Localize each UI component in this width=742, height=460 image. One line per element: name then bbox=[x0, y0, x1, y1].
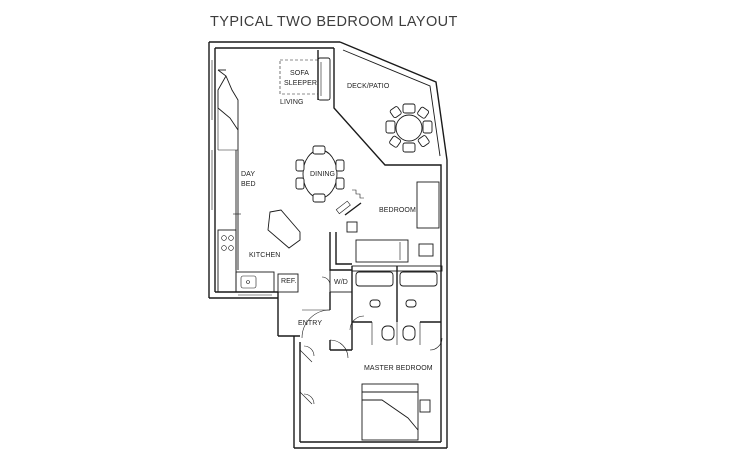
label-bed: BED bbox=[241, 181, 256, 188]
label-sleeper: SLEEPER bbox=[284, 80, 317, 87]
kitchen-counters bbox=[217, 150, 275, 296]
master-bed bbox=[361, 383, 431, 441]
label-day: DAY bbox=[241, 171, 255, 178]
exterior-walls bbox=[208, 41, 448, 449]
room-labels: SOFA SLEEPER LIVING DECK/PATIO DAY BED D… bbox=[241, 70, 433, 372]
label-wd: W/D bbox=[334, 279, 348, 286]
deck-table bbox=[385, 103, 433, 153]
kitchen-island bbox=[267, 209, 301, 249]
day-bed bbox=[211, 60, 239, 210]
label-deck-patio: DECK/PATIO bbox=[347, 83, 390, 90]
label-bedroom: BEDROOM bbox=[379, 207, 416, 214]
sofa-sleeper bbox=[279, 57, 331, 101]
dining-table bbox=[295, 145, 345, 203]
label-kitchen: KITCHEN bbox=[249, 252, 280, 259]
label-master-bedroom: MASTER BEDROOM bbox=[364, 365, 433, 372]
label-ref: REF. bbox=[281, 278, 297, 285]
bedroom-furniture bbox=[335, 181, 440, 263]
interior-walls bbox=[277, 50, 443, 351]
label-dining: DINING bbox=[310, 171, 335, 178]
label-entry: ENTRY bbox=[298, 320, 322, 327]
plan-title: TYPICAL TWO BEDROOM LAYOUT bbox=[210, 14, 458, 30]
label-sofa: SOFA bbox=[290, 70, 309, 77]
bathrooms bbox=[355, 271, 438, 345]
doors bbox=[299, 276, 443, 405]
label-living: LIVING bbox=[280, 99, 304, 106]
